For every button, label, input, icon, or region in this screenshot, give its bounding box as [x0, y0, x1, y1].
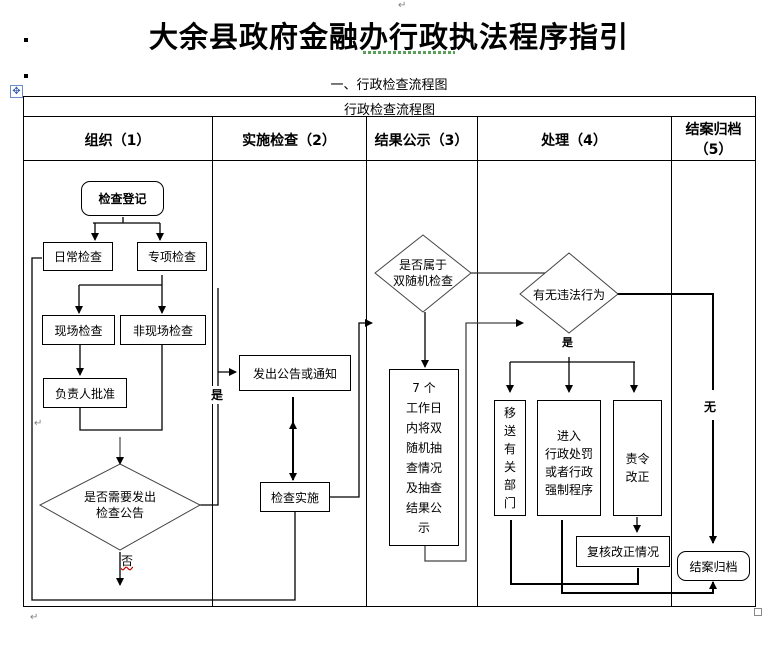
- char: 移: [503, 406, 516, 420]
- char: 有: [503, 442, 516, 456]
- column-divider: [366, 116, 367, 607]
- paragraph-mark: ↵: [34, 418, 43, 429]
- table-divider: [23, 160, 756, 161]
- node-transfer: 移 送 有 关 部 门: [494, 400, 526, 516]
- paragraph-mark: ↵: [398, 0, 407, 11]
- node-rectify: 责令 改正: [613, 400, 662, 516]
- edge-label-yes: 是: [211, 386, 224, 404]
- node-violation-label: 有无违法行为: [532, 288, 605, 302]
- char: 送: [503, 424, 516, 438]
- node-special-check: 专项检查: [137, 242, 207, 271]
- label-line: 查情况: [405, 460, 442, 475]
- node-penalty: 进入 行政处罚 或者行政 强制程序: [537, 400, 601, 516]
- label-line: 7 个: [412, 380, 436, 395]
- label-line: 内将双: [405, 420, 442, 435]
- edge-label-yes-violation: 是: [562, 336, 573, 349]
- label-line: 或者行政: [544, 465, 593, 479]
- column-divider: [671, 116, 672, 607]
- column-header-publish: 结果公示（3）: [374, 133, 469, 149]
- column-divider: [477, 116, 478, 607]
- label-line: 示: [417, 520, 430, 535]
- label-line: 是否需要发出: [83, 490, 156, 504]
- node-publish-results: 7 个 工作日 内将双 随机抽 查情况 及抽查 结果公 示: [389, 369, 459, 546]
- edge-label-no-violation: 无: [704, 397, 717, 417]
- label-line: 及抽查: [405, 480, 442, 495]
- node-onsite-check: 现场检查: [42, 315, 115, 345]
- label-line: 责令: [625, 452, 650, 466]
- flowchart-table: [23, 96, 756, 607]
- label-line: 检查公告: [95, 506, 144, 520]
- column-header-handle: 处理（4）: [541, 133, 607, 149]
- paragraph-mark: ↵: [30, 612, 39, 623]
- column-divider: [212, 116, 213, 607]
- label-line: 双随机检查: [392, 274, 453, 288]
- node-offsite-check: 非现场检查: [120, 315, 206, 345]
- label-line: 行政处罚: [544, 447, 593, 461]
- list-bullet: [24, 38, 28, 42]
- table-resize-handle[interactable]: [754, 608, 762, 616]
- node-implement-check: 检查实施: [260, 482, 330, 512]
- label-line: 进入: [556, 429, 581, 443]
- label-line: 随机抽: [405, 440, 442, 455]
- list-bullet: [24, 74, 28, 78]
- char: 门: [503, 496, 516, 510]
- label-line: 是否属于: [398, 258, 447, 272]
- table-caption: 行政检查流程图: [343, 103, 435, 118]
- edge-label-no: 否: [121, 554, 134, 568]
- section-heading: 一、行政检查流程图: [330, 78, 448, 93]
- spellcheck-underline: [363, 51, 455, 54]
- char: 部: [503, 478, 516, 492]
- column-header-archive: 结案归档（5）: [685, 122, 742, 158]
- node-review: 复核改正情况: [576, 536, 670, 567]
- node-approval: 负责人批准: [43, 378, 127, 408]
- node-issue-notice: 发出公告或通知: [239, 355, 351, 391]
- column-header-implement: 实施检查（2）: [242, 133, 336, 149]
- node-register: 检查登记: [81, 181, 164, 216]
- label-line: 工作日: [405, 400, 442, 415]
- label-line: 强制程序: [544, 483, 593, 497]
- table-divider: [23, 116, 756, 117]
- node-double-random-label: 是否属于 双随机检查: [383, 257, 463, 289]
- table-move-handle-icon[interactable]: ✥: [10, 85, 23, 98]
- node-need-notice-label: 是否需要发出 检查公告: [60, 489, 180, 521]
- column-header-organize: 组织（1）: [84, 133, 151, 149]
- node-archive: 结案归档: [677, 551, 750, 581]
- char: 关: [503, 460, 516, 474]
- node-routine-check: 日常检查: [43, 242, 113, 271]
- document-title: 大余县政府金融办行政执法程序指引: [148, 20, 629, 54]
- label-line: 改正: [625, 470, 650, 484]
- label-line: 结果公: [405, 500, 442, 515]
